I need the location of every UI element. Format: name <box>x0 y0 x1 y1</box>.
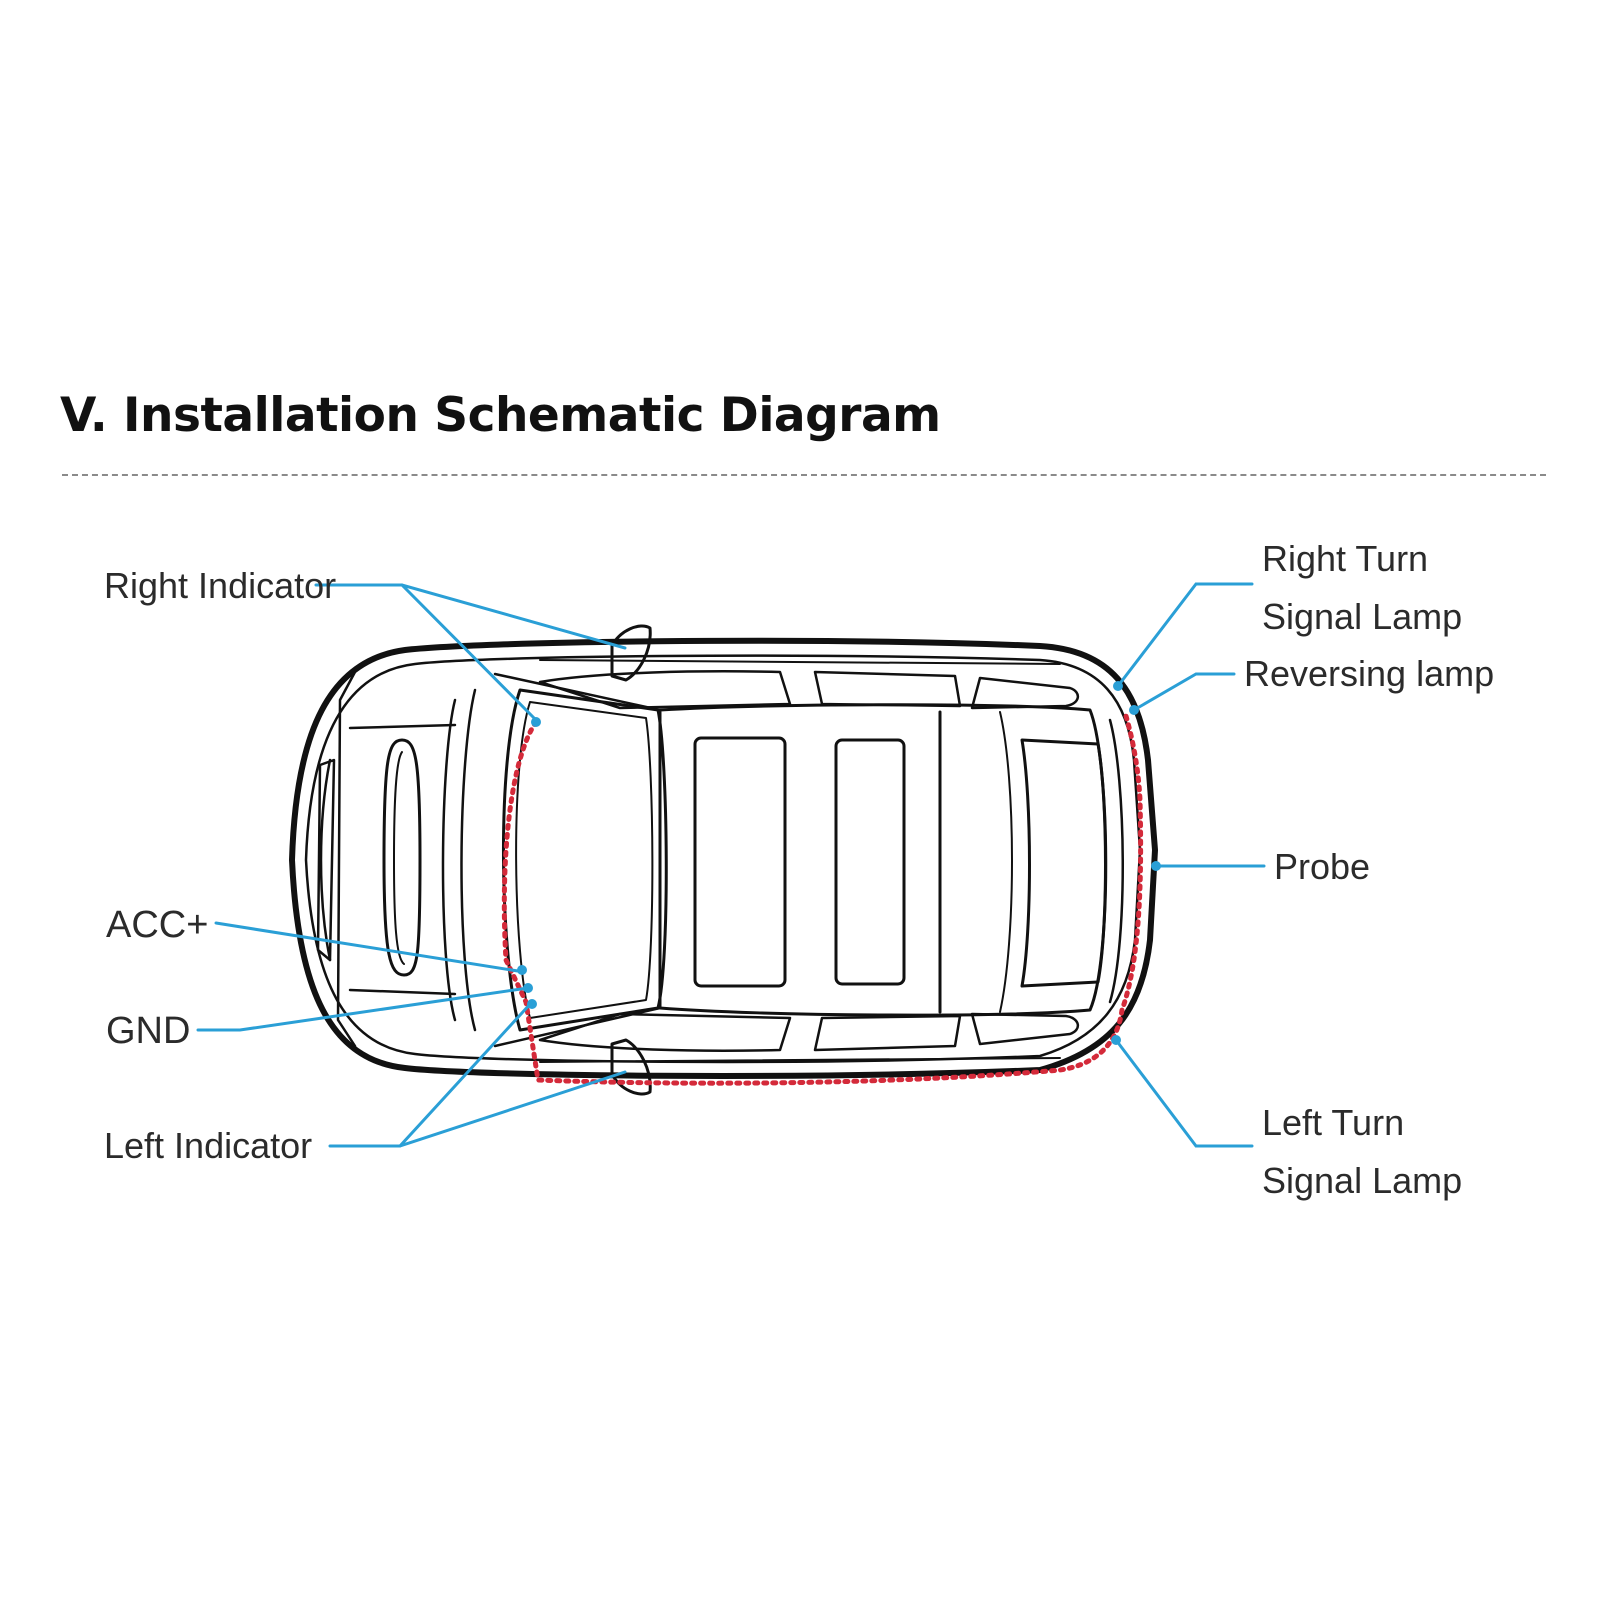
headlight-left <box>316 758 336 962</box>
label-right-turn-line2: Signal Lamp <box>1262 596 1463 637</box>
windshield-inner <box>515 701 654 1019</box>
hood-crease-top <box>441 698 457 1022</box>
tailgate <box>1108 718 1124 1004</box>
mirror-right <box>610 624 652 682</box>
title-divider <box>62 474 1546 476</box>
wiring-harness <box>501 713 1144 1086</box>
side-window-bottom-2 <box>813 1014 962 1052</box>
label-left-turn-line2: Signal Lamp <box>1262 1160 1463 1201</box>
door-line-top <box>539 659 1061 665</box>
side-window-bottom-1 <box>538 1012 792 1052</box>
point-reversing <box>1129 705 1139 715</box>
leader-right-turn <box>1116 582 1254 688</box>
point-right-indicator <box>531 717 541 727</box>
leader-reversing <box>1132 672 1236 712</box>
mirror-left <box>610 1038 652 1096</box>
label-right-turn-line1: Right Turn <box>1262 538 1429 579</box>
leader-lines <box>196 582 1266 1148</box>
car-outer-shell <box>289 637 1158 1079</box>
label-left-turn-signal-lamp: Left Turn Signal Lamp <box>1262 1094 1462 1210</box>
label-probe: Probe <box>1274 846 1371 887</box>
label-acc: ACC+ <box>106 904 209 946</box>
hood-vent-slot <box>393 751 405 965</box>
hood-edge-bottom <box>348 988 457 996</box>
point-right-turn <box>1113 681 1123 691</box>
label-gnd: GND <box>106 1010 191 1052</box>
point-probe <box>1151 861 1161 871</box>
connection-points <box>517 681 1161 1045</box>
sunroof-panel-1 <box>693 736 787 988</box>
windshield <box>501 688 668 1032</box>
label-reversing-lamp: Reversing lamp <box>1244 653 1495 694</box>
hood-edge-top <box>348 723 457 730</box>
side-window-bottom-3 <box>970 1012 1079 1046</box>
roof-divider-2 <box>999 711 1013 1013</box>
rear-window <box>1020 738 1107 988</box>
car-illustration <box>289 624 1158 1096</box>
point-gnd <box>523 983 533 993</box>
leader-gnd <box>196 986 530 1032</box>
side-window-top-3 <box>970 676 1079 710</box>
label-left-indicator: Left Indicator <box>104 1125 313 1166</box>
side-window-top-2 <box>813 670 962 708</box>
front-fascia <box>336 670 357 1048</box>
point-left-turn <box>1111 1035 1121 1045</box>
leader-right-indicator <box>314 583 627 722</box>
hood-crease-bottom <box>460 688 477 1032</box>
front-bumper-line <box>319 758 332 962</box>
label-right-turn-signal-lamp: Right Turn Signal Lamp <box>1262 530 1462 646</box>
a-pillar-top <box>493 672 662 712</box>
door-line-bottom <box>539 1057 1061 1063</box>
label-left-turn-line1: Left Turn <box>1262 1102 1405 1143</box>
label-right-indicator: Right Indicator <box>104 565 337 606</box>
roof-outline <box>658 703 1108 1017</box>
hood-vent <box>382 738 422 977</box>
page-title: V. Installation Schematic Diagram <box>60 388 941 443</box>
leader-left-indicator <box>328 1000 627 1148</box>
sunroof-panel-2 <box>834 738 906 986</box>
leader-acc <box>214 921 526 974</box>
side-window-top-1 <box>538 670 792 710</box>
leader-left-turn <box>1114 1038 1254 1148</box>
point-acc <box>517 965 527 975</box>
point-left-indicator <box>527 999 537 1009</box>
